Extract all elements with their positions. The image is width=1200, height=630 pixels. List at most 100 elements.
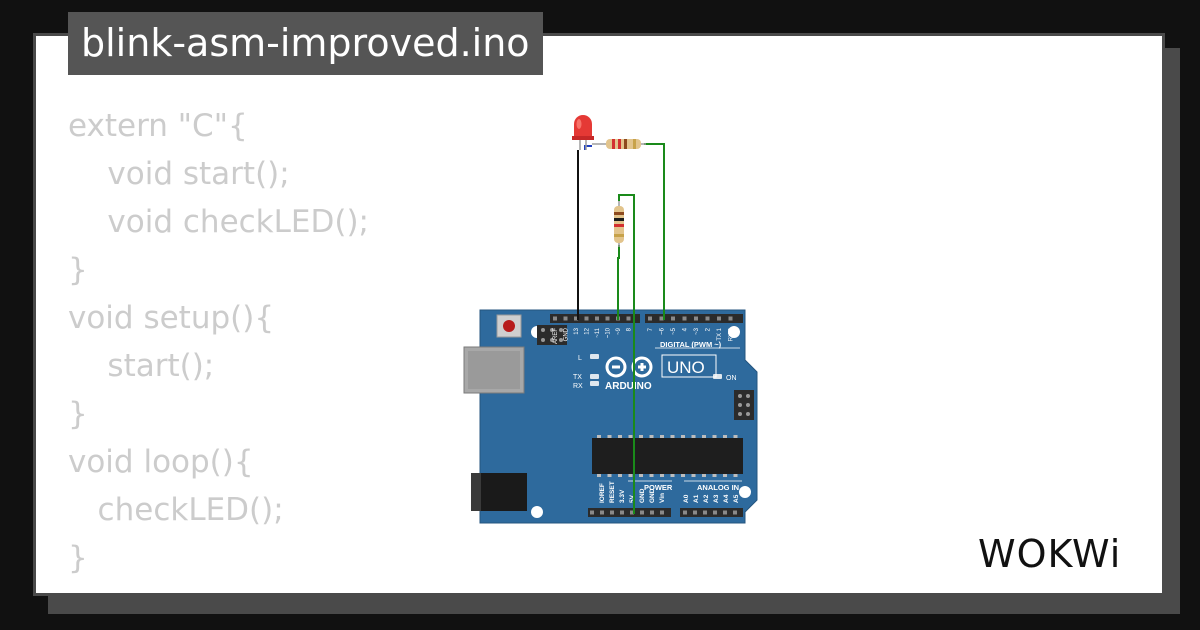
pin-label: GND — [564, 327, 570, 341]
usb-port-inner — [468, 351, 520, 389]
header-pin[interactable] — [626, 316, 631, 321]
chip-pin — [607, 474, 612, 477]
chip-pin — [649, 435, 654, 438]
header-pin[interactable] — [553, 316, 557, 321]
chip-pin — [733, 474, 738, 477]
led-label-rx: RX — [573, 383, 583, 390]
chip-pin — [628, 435, 633, 438]
pin-label: AREF — [553, 328, 559, 344]
chip-pin — [618, 435, 622, 438]
header-pin[interactable] — [590, 510, 594, 515]
power-pin-label: 3.3V — [619, 489, 626, 503]
analog-pin-label: A1 — [693, 494, 700, 503]
chip-pin — [639, 435, 643, 438]
pin-label: ~5 — [671, 327, 677, 335]
chip-pin — [607, 435, 612, 438]
chip-pin — [712, 474, 717, 477]
header-pin[interactable] — [723, 510, 727, 515]
code-line: void checkLED(); — [68, 204, 369, 240]
chip-pin — [670, 435, 675, 438]
pin-label: RX 0 — [729, 327, 735, 341]
header-pin[interactable] — [717, 316, 721, 321]
power-pin-label: IOREF — [599, 483, 606, 503]
header-pin[interactable] — [610, 510, 614, 515]
code-line: extern "C"{ — [68, 108, 248, 144]
header-pin[interactable] — [600, 510, 604, 515]
header-pin[interactable] — [682, 316, 687, 321]
header-pin[interactable] — [694, 316, 698, 321]
header-pin[interactable] — [683, 510, 687, 515]
chip-pin — [681, 435, 685, 438]
wokwi-logo-text: WOKWi — [978, 532, 1121, 576]
wire-led-cathode[interactable] — [584, 145, 592, 150]
header-pin[interactable] — [693, 510, 697, 515]
header-pin[interactable] — [703, 510, 707, 515]
wokwi-logo: WOKWi — [978, 532, 1121, 576]
reset-button-cap[interactable] — [503, 320, 515, 332]
analog-pin-label: A4 — [723, 494, 730, 503]
header-pin[interactable] — [620, 510, 624, 515]
board-model-label: UNO — [667, 358, 705, 377]
chip-pin — [691, 474, 696, 477]
pin-label: TX 1 — [717, 327, 723, 340]
analog-pin-label: A0 — [683, 494, 690, 503]
wire-green-resistor-top[interactable] — [618, 194, 635, 514]
pin-label: 4 — [683, 327, 689, 331]
power-pin-label: RESET — [609, 481, 616, 503]
pin-label: 13 — [574, 327, 580, 334]
dc-jack-shade — [471, 473, 481, 511]
resistor-vertical[interactable] — [614, 201, 624, 247]
header-pin[interactable] — [705, 316, 710, 321]
chip-pin — [628, 474, 633, 477]
header-pin[interactable] — [648, 316, 652, 321]
header-pin[interactable] — [713, 510, 717, 515]
power-pin-label: Vin — [659, 493, 666, 503]
chip-pin — [681, 474, 685, 477]
header-pin[interactable] — [584, 316, 589, 321]
code-line: void start(); — [68, 156, 290, 192]
led-label-on: ON — [726, 375, 737, 382]
power-pin-label: GND — [649, 488, 656, 503]
mounting-hole — [739, 486, 751, 498]
header-pin[interactable] — [574, 316, 578, 321]
wire-green-led[interactable] — [644, 143, 665, 320]
header-pin[interactable] — [671, 316, 675, 321]
code-listing: extern "C"{ void start(); void checkLED(… — [68, 102, 369, 582]
chip-pin — [660, 435, 664, 438]
chip-pin — [618, 474, 622, 477]
chip-pin — [702, 435, 706, 438]
resistor-led[interactable] — [592, 139, 646, 149]
digital-pwm-label: DIGITAL (PWM ~) — [660, 340, 722, 349]
header-pin[interactable] — [605, 316, 610, 321]
chip-pin — [733, 435, 738, 438]
header-pin[interactable] — [659, 316, 664, 321]
led-label-l: L — [578, 355, 582, 362]
wire-green-resistor-bottom[interactable] — [617, 245, 620, 320]
bottom-pin-dots — [590, 510, 737, 515]
header-pin[interactable] — [728, 316, 733, 321]
red-led[interactable] — [572, 115, 594, 150]
chip-pin — [597, 435, 601, 438]
icsp-header-top — [537, 325, 567, 345]
power-pin-label: GND — [639, 488, 646, 503]
pin-label: ~10 — [606, 327, 612, 338]
led-label-tx: TX — [573, 374, 582, 381]
pin-label: 2 — [706, 327, 712, 331]
analog-pin-label: A2 — [703, 494, 710, 503]
analog-pin-label: A5 — [733, 494, 740, 503]
header-pin[interactable] — [640, 510, 644, 515]
header-pin[interactable] — [563, 316, 568, 321]
icsp-header-right — [734, 390, 754, 420]
header-pin[interactable] — [733, 510, 737, 515]
power-pin-header — [588, 508, 671, 517]
header-pin[interactable] — [630, 510, 634, 515]
header-pin[interactable] — [660, 510, 664, 515]
header-pin[interactable] — [650, 510, 654, 515]
chip-pin — [639, 474, 643, 477]
chip-pin — [723, 435, 727, 438]
chip-pin — [691, 435, 696, 438]
code-line: } — [68, 396, 88, 432]
header-pin[interactable] — [595, 316, 599, 321]
